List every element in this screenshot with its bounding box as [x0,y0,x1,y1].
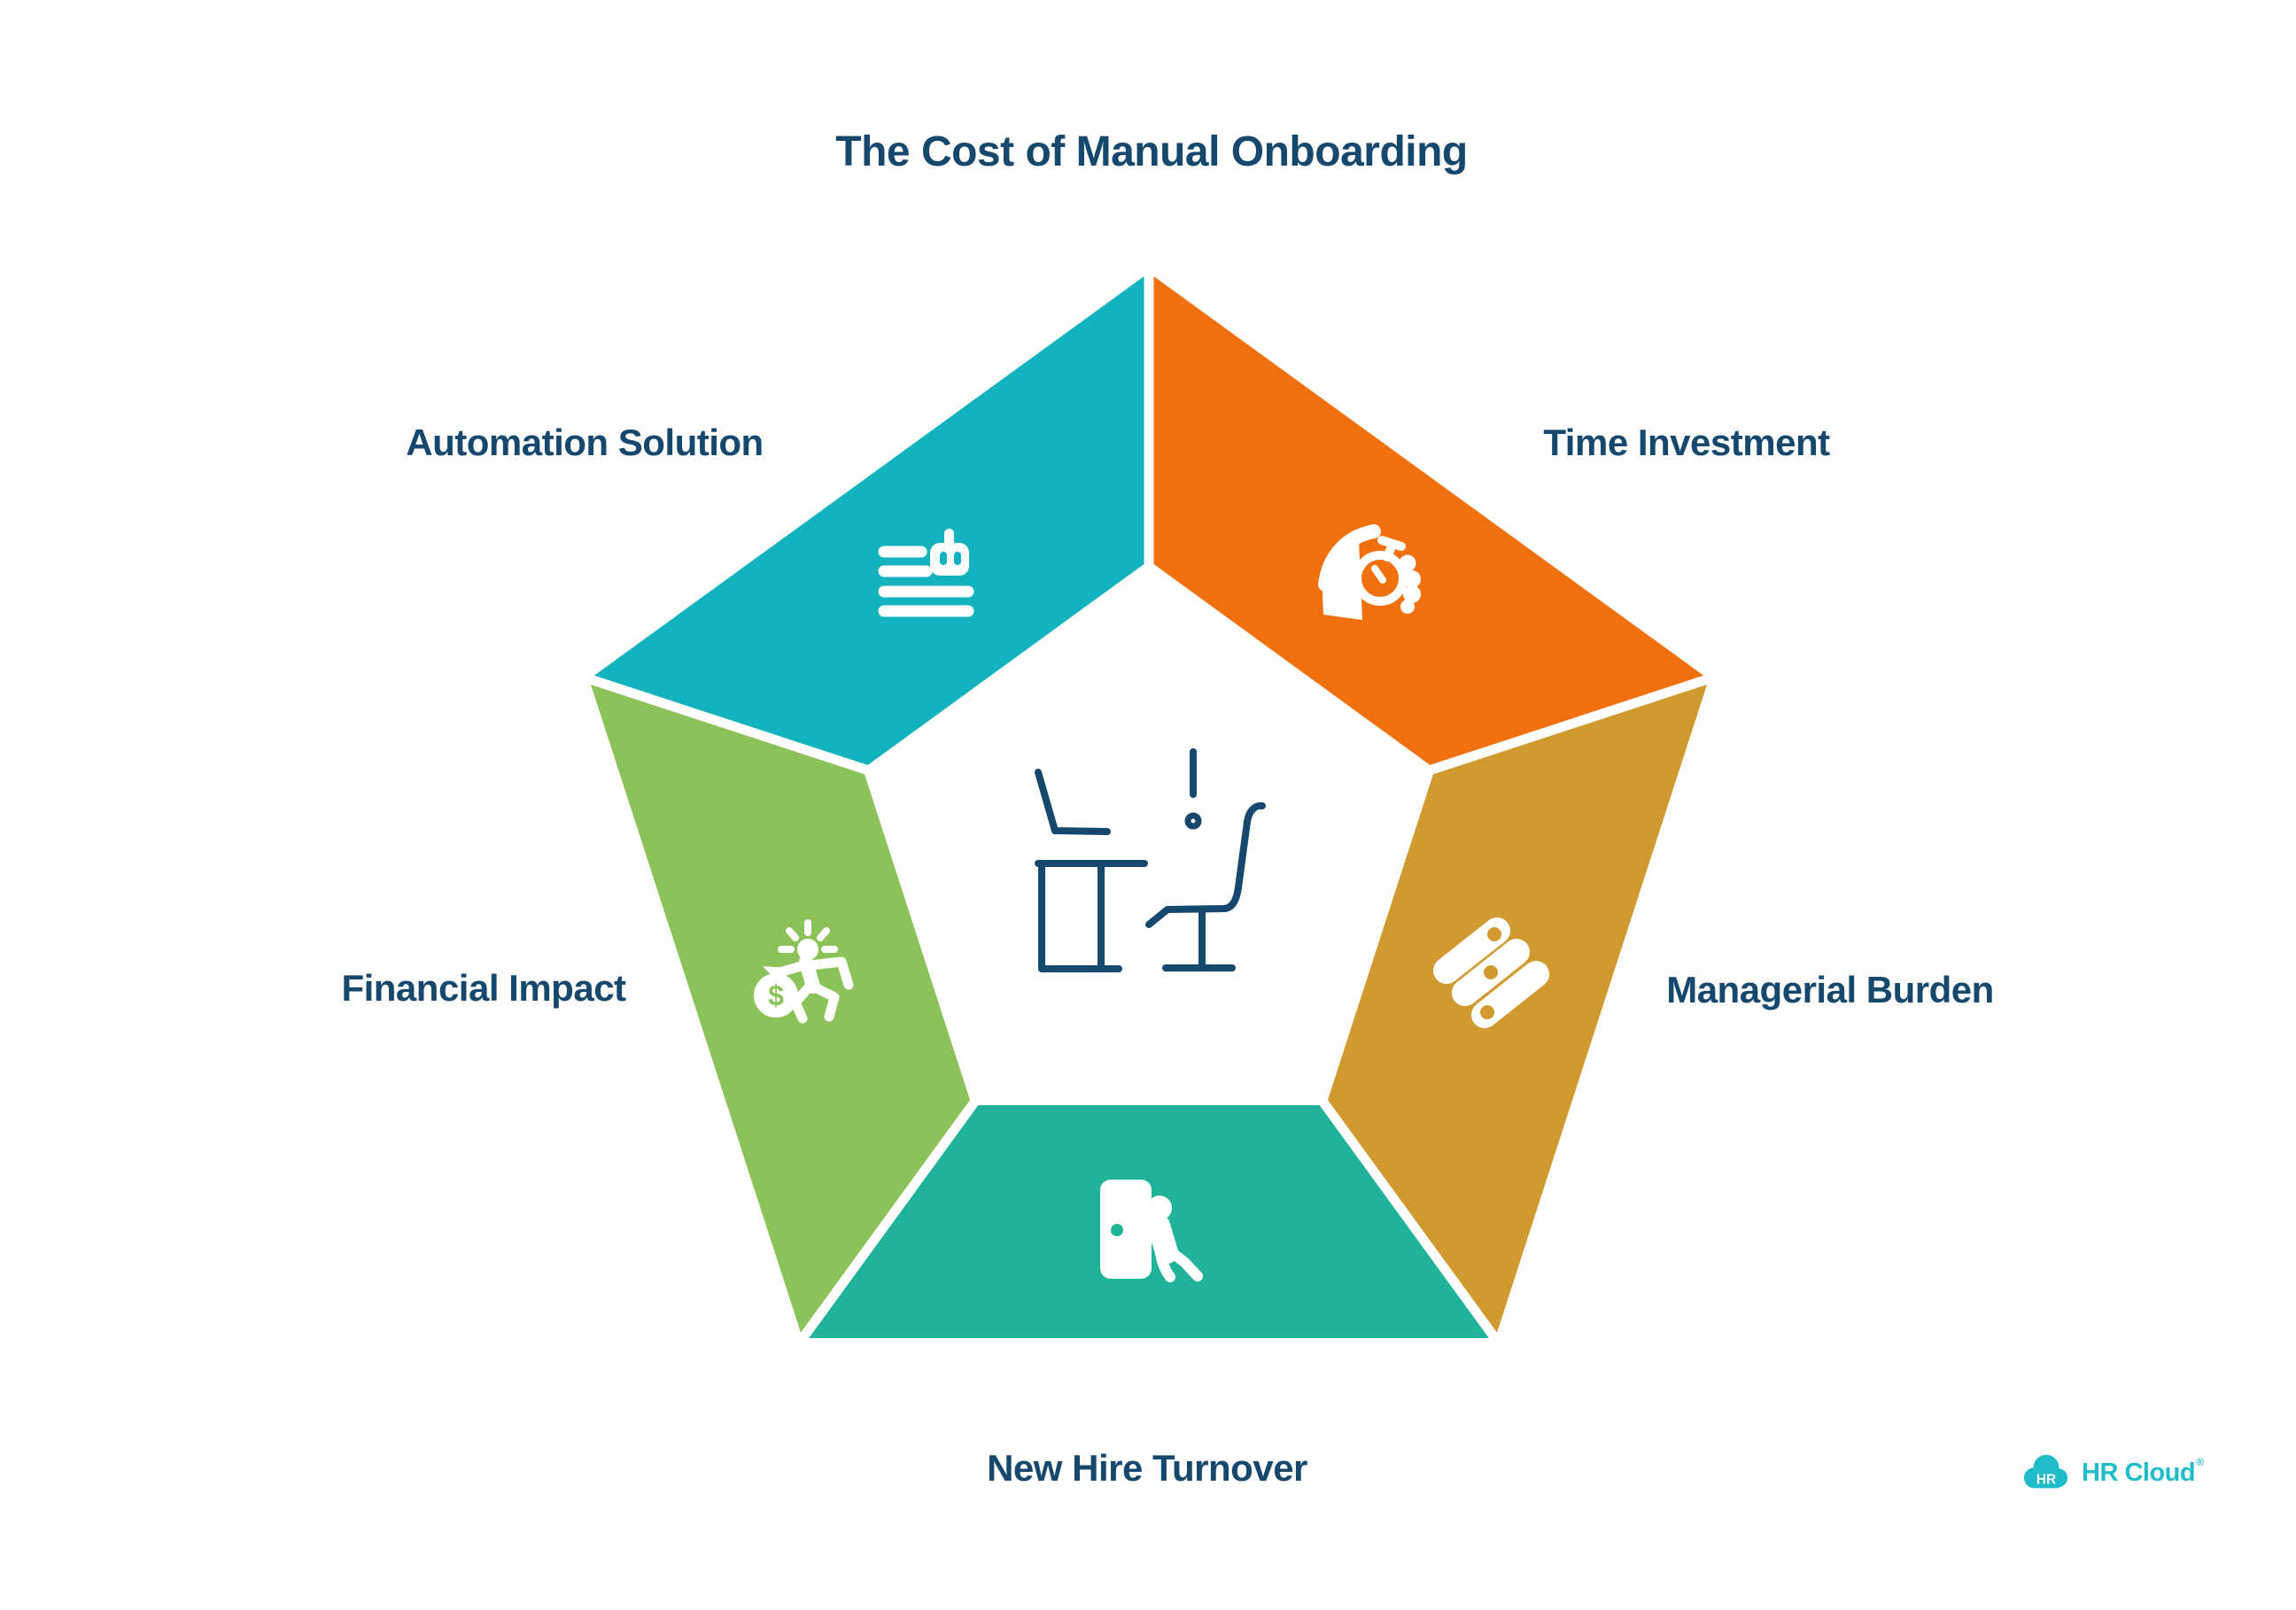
segment-label-new-hire-turnover: New Hire Turnover [987,1447,1307,1489]
logo-badge-text: HR [2036,1473,2056,1488]
hand-stopwatch-icon [1318,524,1421,620]
page-title: The Cost of Manual Onboarding [835,128,1468,175]
sliders-icon [1433,917,1549,1028]
employee-exit-door-icon [1100,1180,1203,1282]
hr-cloud-logo: HR HR Cloud ® [2022,1451,2204,1495]
empty-desk-and-chair-alert-icon [1035,748,1266,972]
segment-label-financial-impact: Financial Impact [341,967,626,1009]
segment-label-managerial-burden: Managerial Burden [1666,969,1994,1010]
money-bag-runner-icon: $ [754,919,854,1024]
segment-time-investment [1149,273,1709,769]
segment-label-time-investment: Time Investment [1543,422,1830,463]
segment-separators [578,262,1720,1351]
dollar-sign-glyph: $ [768,979,784,1011]
robot-checklist-icon [878,529,974,617]
cloud-icon: HR [2023,1454,2068,1489]
segment-automation-solution [589,273,1149,769]
segment-label-automation-solution: Automation Solution [406,422,764,463]
logo-brand-text: HR Cloud [2082,1458,2196,1487]
segment-managerial-burden [1326,679,1709,1338]
registered-mark: ® [2196,1455,2204,1468]
